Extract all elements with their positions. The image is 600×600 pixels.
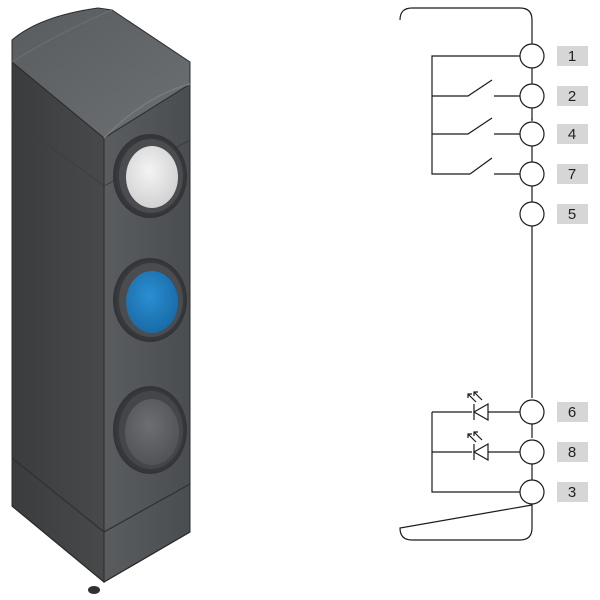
pin-label-box-1 (557, 46, 588, 66)
pin-label-2: 2 (568, 88, 576, 105)
terminal-6 (519, 399, 545, 425)
led-symbol-1 (467, 391, 489, 422)
contact-2-wire (432, 79, 520, 97)
contact-4-wire (432, 117, 520, 135)
terminal-1 (519, 43, 545, 69)
housing-side-face (11, 60, 105, 584)
terminal-3 (519, 479, 545, 505)
led-symbol-2 (467, 431, 489, 462)
terminal-group: 1 2 4 7 5 6 8 3 (519, 43, 588, 505)
wiring-diagram (399, 7, 533, 541)
pin-label-6: 6 (568, 404, 576, 421)
pin-label-7: 7 (568, 166, 576, 183)
terminal-8 (519, 439, 545, 465)
pin-label-8: 8 (568, 444, 576, 461)
pin-label-box-5 (557, 204, 588, 224)
pin-label-box-4 (557, 124, 588, 144)
housing-seam-lower (11, 457, 191, 533)
device-illustration (11, 7, 191, 594)
housing-top-curve (103, 83, 191, 139)
terminal-5 (519, 201, 545, 227)
terminal-4 (519, 121, 545, 147)
gray-button[interactable] (113, 386, 187, 474)
pin-label-box-8 (557, 442, 588, 462)
contact-common-wire (431, 55, 520, 175)
pin-label-5: 5 (568, 206, 576, 223)
connector-stub (88, 586, 100, 594)
housing-bottom-edge (11, 505, 191, 583)
enclosure-outline (399, 7, 533, 541)
housing-top-cap (11, 7, 191, 139)
housing-top-edge (11, 9, 113, 63)
pin-label-box-7 (557, 164, 588, 184)
terminal-7 (519, 161, 545, 187)
pin-label-box-6 (557, 402, 588, 422)
terminal-2 (519, 83, 545, 109)
pin-label-1: 1 (568, 48, 576, 65)
blue-button[interactable] (113, 258, 187, 342)
white-button[interactable] (113, 134, 187, 218)
pin-label-box-3 (557, 482, 588, 502)
led-common-wire (431, 411, 520, 493)
pin-label-box-2 (557, 86, 588, 106)
contact-7-wire (469, 157, 520, 175)
pin-label-4: 4 (568, 126, 576, 143)
pin-label-3: 3 (568, 484, 576, 501)
